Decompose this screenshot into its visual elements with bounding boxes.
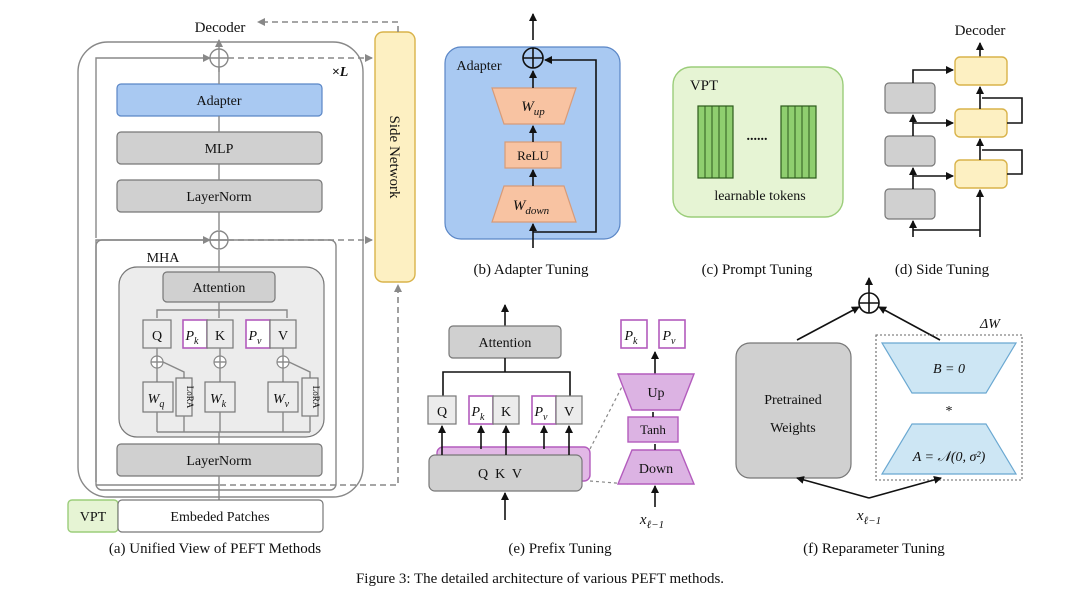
prefix-pk-label: Pk: [470, 405, 485, 423]
learnable-tokens-label: learnable tokens: [714, 189, 805, 204]
tanh-label: Tanh: [640, 422, 666, 437]
token-group-right: [780, 105, 817, 179]
down-box: [616, 449, 696, 485]
wv-label: Wv: [273, 392, 290, 410]
side-base-block-2: [884, 135, 936, 167]
decoder-label: Decoder: [195, 20, 246, 36]
v-label: V: [278, 329, 288, 344]
pk-label: Pk: [184, 329, 199, 347]
reparam-x-label: xℓ−1: [856, 508, 881, 527]
lowrank-star: *: [946, 404, 953, 419]
k-box: [206, 319, 234, 349]
panel-b: Adapter Wup ReLU Wdown (b) Adapter Tunin…: [444, 13, 621, 278]
vpt-panel-box: [672, 66, 844, 218]
prefix-x-label: xℓ−1: [639, 512, 664, 531]
b-matrix-label: B = 0: [933, 362, 965, 377]
pretrained-weights-box: [735, 342, 852, 479]
side-network-label: Side Network: [386, 116, 402, 199]
vpt-label: VPT: [80, 510, 107, 525]
panel-e-caption: (e) Prefix Tuning: [508, 541, 612, 557]
reparam-add-icon: [858, 292, 880, 314]
panel-a: Decoder ×L Adapter MLP LayerNorm MHA Att…: [67, 18, 416, 557]
panel-d: Decoder (d) Side Tuning: [884, 23, 1023, 278]
mha-label: MHA: [147, 251, 181, 266]
adapter-panel-title: Adapter: [456, 59, 501, 74]
v-box: [269, 319, 297, 349]
lora-q-label: LoRA: [185, 386, 195, 409]
panel-c-caption: (c) Prompt Tuning: [702, 262, 813, 278]
delta-w-outline: [875, 334, 1023, 481]
a-matrix-label: A = 𝒩(0, σ²): [912, 450, 986, 465]
q-label: Q: [152, 329, 162, 344]
panel-b-caption: (b) Adapter Tuning: [473, 262, 589, 278]
lora-add-k-icon: [213, 355, 227, 369]
relu-label: ReLU: [517, 148, 549, 163]
lora-v-label: LoRA: [311, 386, 321, 409]
panel-d-caption: (d) Side Tuning: [895, 262, 990, 278]
embed-label: Embeded Patches: [170, 510, 269, 525]
adapter-add-icon: [522, 47, 544, 69]
wk-box: [204, 381, 236, 413]
prefix-pv-label: Pv: [533, 405, 548, 423]
pretrained-label-1: Pretrained: [764, 393, 822, 408]
wup-box: [491, 87, 577, 125]
up-label: Up: [647, 386, 664, 401]
wdown-box: [491, 185, 577, 223]
wk-label: Wk: [210, 392, 227, 410]
prefix-attention-label: Attention: [479, 336, 532, 351]
vpt-panel-title: VPT: [690, 78, 718, 94]
mlp-label: MLP: [205, 142, 234, 157]
a-matrix-box: [880, 423, 1018, 475]
panel-e: Attention Q K V Q Pk K Pv V Pk Pv Up: [427, 304, 696, 557]
wq-label: Wq: [148, 392, 165, 410]
attention-label: Attention: [193, 281, 246, 296]
side-block-2: [954, 108, 1008, 138]
k-label: K: [215, 329, 225, 344]
prefix-q-label: Q: [437, 405, 447, 420]
panel-f: Pretrained Weights ΔW B = 0 * A = 𝒩(0, σ…: [735, 277, 1023, 557]
pk-box: [182, 319, 208, 349]
side-decoder-label: Decoder: [955, 23, 1006, 39]
prefix-pv2-box: [658, 319, 686, 349]
wup-label: Wup: [521, 99, 545, 118]
wdown-label: Wdown: [513, 198, 550, 217]
tanh-box: [627, 416, 679, 443]
adapter-label: Adapter: [196, 94, 241, 109]
prefix-pk2-label: Pk: [623, 329, 638, 347]
layernorm-bottom-label: LayerNorm: [186, 454, 251, 469]
prefix-qkv-label: Q K V: [478, 467, 522, 482]
panel-a-caption: (a) Unified View of PEFT Methods: [109, 541, 321, 557]
delta-w-label: ΔW: [979, 317, 1001, 332]
side-base-block-1: [884, 82, 936, 114]
token-group-left: [697, 105, 734, 179]
prefix-pk2-box: [620, 319, 648, 349]
up-box: [616, 373, 696, 411]
panel-f-caption: (f) Reparameter Tuning: [803, 541, 945, 557]
embed-box: [117, 499, 324, 533]
lora-add-v-icon: [276, 355, 290, 369]
side-network-box: [374, 31, 416, 283]
panel-c: VPT ...... learnable tokens (c) Prompt T…: [672, 66, 844, 278]
prefix-pv2-label: Pv: [661, 329, 676, 347]
prefix-v-label: V: [564, 405, 574, 420]
side-base-block-3: [884, 188, 936, 220]
pv-label: Pv: [247, 329, 262, 347]
wq-box: [142, 381, 174, 413]
pretrained-label-2: Weights: [770, 421, 816, 436]
down-label: Down: [639, 462, 673, 477]
prefix-v-box: [555, 395, 583, 425]
side-block-1: [954, 56, 1008, 86]
prefix-k-label: K: [501, 405, 511, 420]
prefix-k-box: [492, 395, 520, 425]
lora-add-q-icon: [150, 355, 164, 369]
side-block-3: [954, 159, 1008, 189]
token-dots: ......: [747, 129, 768, 144]
pv-box: [245, 319, 271, 349]
figure-caption: Figure 3: The detailed architecture of v…: [356, 571, 724, 587]
b-matrix-box: [880, 342, 1018, 394]
prefix-q-box: [427, 395, 457, 425]
repeat-label: ×L: [332, 65, 349, 80]
layernorm-top-label: LayerNorm: [186, 190, 251, 205]
